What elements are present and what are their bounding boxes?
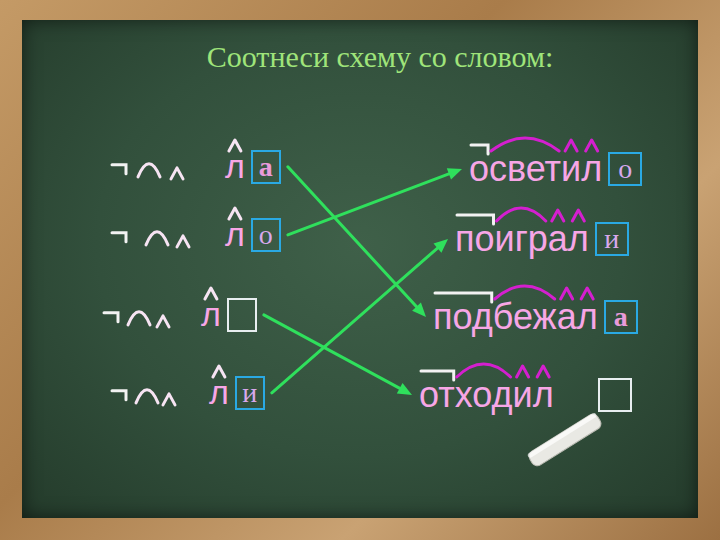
ending-box: о xyxy=(251,218,281,252)
root-mark xyxy=(128,312,150,325)
title: Соотнеси схему со словом: xyxy=(40,40,720,74)
ending-box: о xyxy=(608,152,642,186)
arrow-line xyxy=(288,173,452,235)
arrow-head xyxy=(434,239,448,253)
prefix-mark xyxy=(112,165,126,174)
ending-box: и xyxy=(235,376,265,410)
arrow-head xyxy=(412,303,426,317)
scheme-group: ло xyxy=(222,215,284,255)
suffix-mark xyxy=(163,394,175,405)
suffix-mark xyxy=(157,316,169,327)
word-stem: поиграл xyxy=(455,220,589,258)
word-group: осветило xyxy=(466,148,645,190)
chalk-body xyxy=(527,412,603,468)
arrow-line xyxy=(264,315,402,390)
word-stem: осветил xyxy=(469,150,602,188)
word-stem: подбежал xyxy=(433,298,598,336)
chalkboard xyxy=(22,20,698,518)
chalk-stick xyxy=(527,412,603,468)
scheme-group: л xyxy=(198,295,260,335)
word-stem: отходил xyxy=(419,376,554,414)
suffix-letter: л xyxy=(225,149,245,185)
word-group: отходил xyxy=(416,374,635,416)
match-arrow xyxy=(288,168,462,235)
empty-ending-box xyxy=(227,298,257,332)
suffix-letter: л xyxy=(209,375,229,411)
suffix-mark xyxy=(177,236,189,247)
arrow-line xyxy=(272,246,440,393)
root-mark xyxy=(136,390,158,403)
prefix-mark xyxy=(112,233,126,242)
word-group: поиграли xyxy=(452,218,632,260)
match-arrow xyxy=(272,239,448,393)
empty-ending-box xyxy=(598,378,632,412)
scheme-group: ли xyxy=(206,373,268,413)
match-arrow xyxy=(264,315,412,395)
suffix-letter: л xyxy=(201,297,221,333)
ending-box: а xyxy=(251,150,281,184)
root-mark xyxy=(146,232,168,245)
ending-box: а xyxy=(604,300,638,334)
scheme-group: ла xyxy=(222,147,284,187)
arrow-line xyxy=(288,167,419,309)
suffix-mark xyxy=(171,168,183,179)
arrow-head xyxy=(447,168,462,179)
prefix-mark xyxy=(112,391,126,400)
ending-box: и xyxy=(595,222,629,256)
suffix-letter: л xyxy=(225,217,245,253)
prefix-mark xyxy=(104,313,118,322)
chalk-highlight xyxy=(527,412,597,459)
arrow-head xyxy=(397,383,412,395)
root-mark xyxy=(138,164,160,177)
word-group: подбежала xyxy=(430,296,641,338)
